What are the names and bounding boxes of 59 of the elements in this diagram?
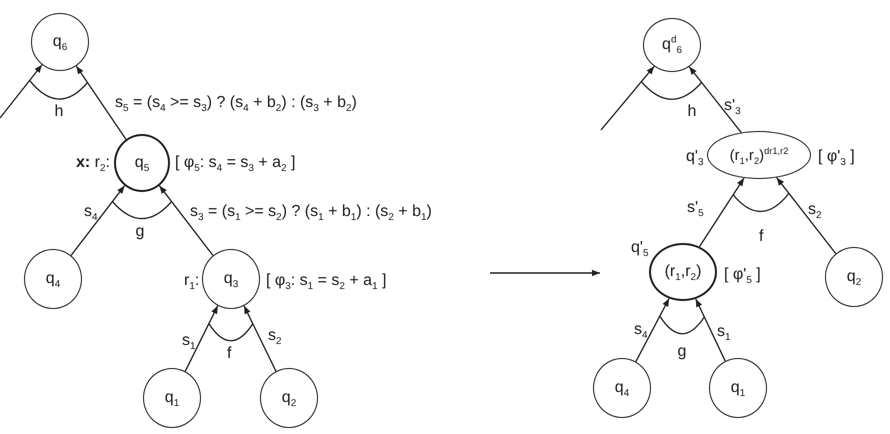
edge-label: s$_{5}$ = (s$_{4}$ >= s$_{3}$) ? (s$_{4}$ + b$_{2}$) : (s$_{3}$ + b$_{2}$) — [115, 95, 357, 111]
edge-label: s'$_{5}$ — [687, 200, 704, 216]
arrow — [76, 66, 126, 140]
state-label: q$_{4}$ — [46, 270, 60, 288]
function-label: g — [136, 224, 144, 240]
state-circle-bold — [649, 243, 717, 301]
state-annotation: x: r$_{2}$: — [76, 155, 110, 171]
edge-label: s$_{1}$ — [717, 324, 731, 340]
arrow — [0, 64, 43, 118]
state-label: q$_{6}$ — [52, 33, 68, 51]
state-circle — [709, 358, 767, 418]
function-label: h — [688, 104, 696, 120]
function-label: f — [227, 346, 232, 362]
arrow — [600, 66, 655, 130]
arrow — [243, 306, 277, 372]
state-label: q$_{4}$ — [614, 379, 630, 397]
constraint-label: [ φ'$_{3}$ ] — [818, 149, 855, 165]
state-circle — [31, 13, 89, 71]
edge-label: s$_{2}$ — [268, 328, 282, 344]
state-label: q$_{1}$ — [164, 389, 180, 407]
arrow — [698, 178, 745, 247]
state-label: (r$_{1}$,r$_{2}$)$^{dr1,r2}$ — [730, 146, 788, 164]
arrow — [635, 298, 670, 362]
state-annotation: r$_{1}$: — [184, 273, 200, 289]
state-annotation: q'$_{3}$ — [686, 149, 704, 165]
state-label: (r$_{1}$,r$_{2}$) — [664, 263, 702, 281]
state-circle — [24, 249, 82, 309]
state-circle — [143, 368, 201, 428]
state-ellipse — [707, 131, 811, 179]
edge-label: s$_{4}$ — [84, 204, 98, 220]
state-circle — [260, 368, 318, 428]
state-circle-bold — [114, 134, 170, 192]
function-label: g — [678, 344, 686, 360]
edge-label: s'$_{3}$ — [724, 98, 741, 114]
edge-label: s$_{1}$ — [182, 333, 196, 349]
arrow — [184, 305, 218, 372]
edge-label: s$_{4}$ — [634, 322, 648, 338]
edge-label: s$_{2}$ — [808, 202, 822, 218]
state-circle — [643, 18, 701, 72]
state-label: q$_{5}$ — [134, 154, 150, 172]
constraint-label: [ φ$_{5}$: s$_{4}$ = s$_{3}$ + a$_{2}$ ] — [175, 155, 296, 171]
state-label: q$_{3}$ — [224, 270, 238, 288]
state-circle — [593, 358, 651, 418]
state-annotation: q'$_{5}$ — [631, 240, 648, 256]
arrow — [158, 185, 214, 256]
constraint-label: [ φ$_{3}$: s$_{1}$ = s$_{2}$ + a$_{1}$ ] — [266, 273, 386, 289]
constraint-label: [ φ'$_{5}$ ] — [724, 267, 761, 283]
state-label: q$_{2}$ — [846, 268, 862, 286]
arrow — [70, 185, 126, 256]
arrow — [776, 177, 836, 254]
edge-label: s$_{3}$ = (s$_{1}$ >= s$_{2}$) ? (s$_{1}$ + b$_{1}$) : (s$_{2}$ + b$_{1}$) — [190, 204, 432, 220]
function-label: h — [54, 104, 64, 120]
arrow — [688, 66, 742, 133]
arrow — [695, 298, 726, 362]
state-circle — [202, 249, 260, 309]
function-label: f — [759, 229, 764, 245]
state-label: q$_{1}$ — [730, 379, 746, 397]
state-label: q$_{2}$ — [282, 389, 296, 407]
state-circle — [825, 247, 883, 307]
